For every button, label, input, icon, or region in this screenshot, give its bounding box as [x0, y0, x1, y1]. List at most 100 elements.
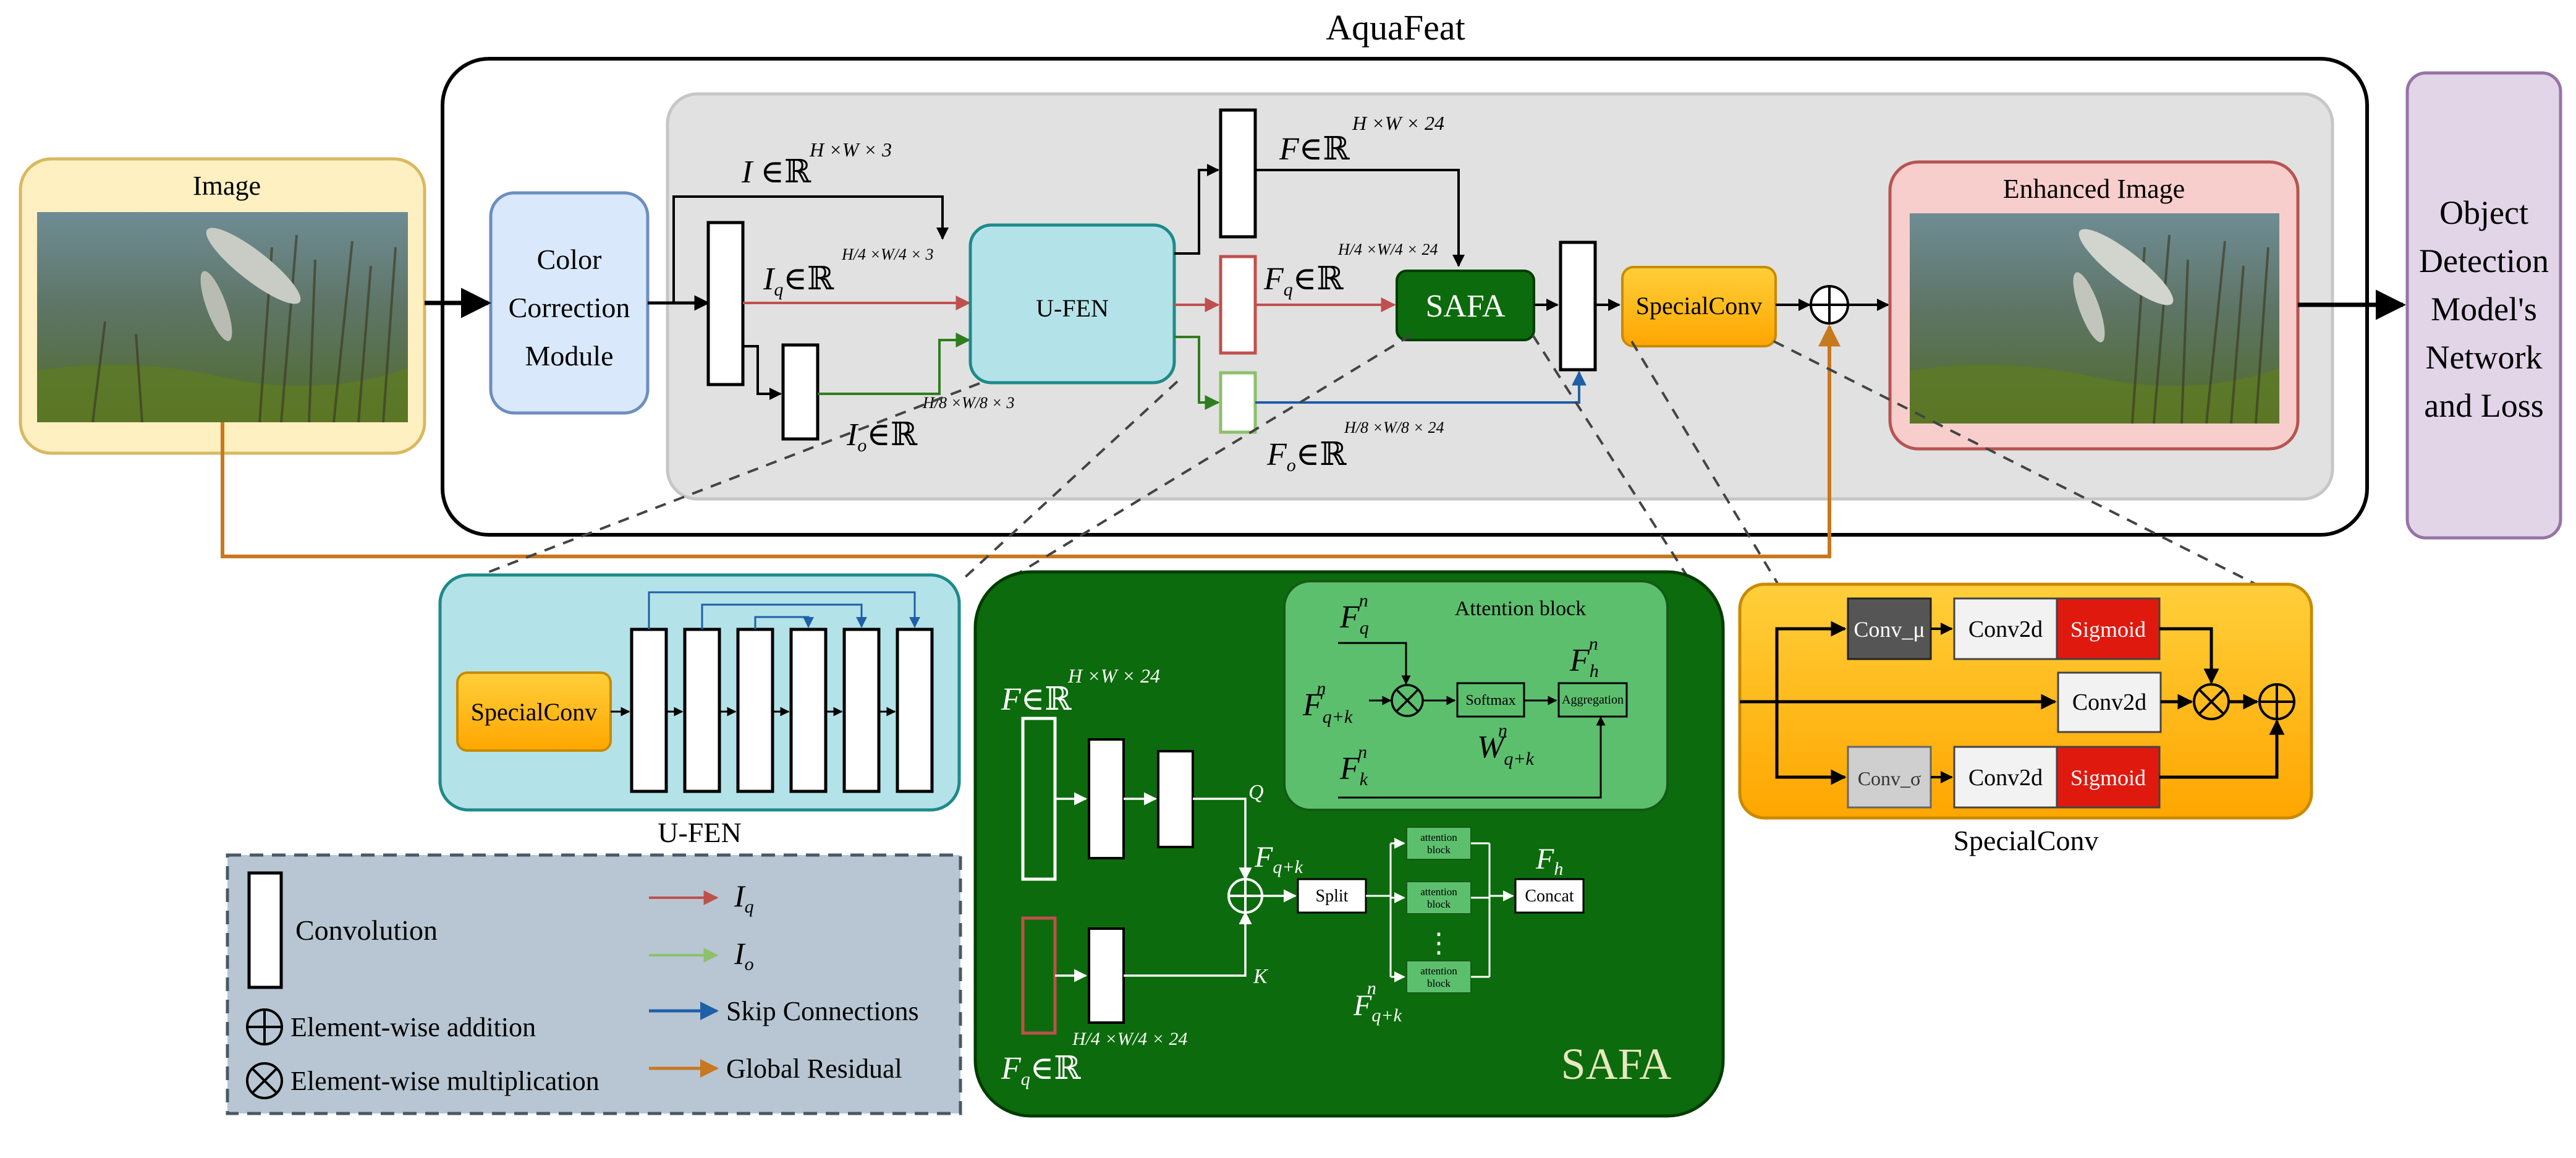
enhanced-photo: [1910, 213, 2279, 424]
svg-text:H/8 ×W/8 × 24: H/8 ×W/8 × 24: [1344, 419, 1444, 436]
attention-block-label-1: attention: [1420, 832, 1457, 843]
ufen-skip-3: [754, 616, 814, 629]
svg-text:Conv_μ: Conv_μ: [1854, 617, 1925, 642]
arrow-fo-to-conv: [1255, 370, 1587, 404]
arrow-f-to-safa: [1255, 169, 1465, 267]
svg-text:U-FEN: U-FEN: [1036, 294, 1109, 322]
safa-conv-q1: [1088, 738, 1125, 859]
svg-text:Sigmoid: Sigmoid: [2070, 617, 2146, 642]
svg-text:Iq: Iq: [734, 879, 754, 917]
attention-block-label-2: block: [1427, 898, 1451, 910]
detector-panel: Object Detection Model's Network and Los…: [2405, 71, 2562, 540]
add-op-main: [1810, 285, 1849, 325]
conv-after-safa: [1559, 241, 1597, 372]
svg-text:Network: Network: [2426, 339, 2543, 376]
svg-text:Conv2d: Conv2d: [1968, 765, 2043, 791]
conv2d-mid-box: [2057, 671, 2162, 733]
svg-text:Object: Object: [2439, 194, 2528, 231]
ufen-skip-2: [701, 603, 867, 629]
svg-text:Skip Connections: Skip Connections: [726, 996, 919, 1026]
safa-block: SAFA: [1396, 270, 1535, 341]
svg-text:H/8 ×W/8 × 3: H/8 ×W/8 × 3: [922, 394, 1014, 412]
svg-text:Fkn: Fkn: [1339, 742, 1368, 790]
concat-box: [1514, 878, 1585, 914]
legend-mul-symbol: [246, 1062, 283, 1099]
svg-text:Fh: Fh: [1535, 843, 1563, 879]
label-input-full: I ∈ℝ H ×W × 3: [741, 138, 892, 190]
svg-text:Iq∈ℝ: Iq∈ℝ: [763, 262, 834, 300]
label-feature-o: Fo∈ℝ H/8 ×W/8 × 24: [1266, 419, 1444, 475]
conv-feature-full: [1219, 108, 1257, 239]
ufen-conv-6: [896, 628, 934, 793]
sigmoid-bottom-box: [2056, 746, 2161, 809]
attention-block-3: [1406, 960, 1472, 994]
label-input-o: Io∈ℝ H/8 ×W/8 × 3: [846, 394, 1014, 456]
svg-text:Fq+kn: Fq+kn: [1302, 678, 1353, 727]
svg-text:Softmax: Softmax: [1465, 692, 1515, 709]
ufen-conv-2: [683, 628, 721, 793]
attention-block-label-1: block: [1427, 844, 1451, 856]
label-feature-q: Fq∈ℝ H/4 ×W/4 × 24: [1263, 241, 1438, 300]
conv2d-bottom-box: [1953, 746, 2058, 809]
svg-text:Fq+k: Fq+k: [1254, 841, 1303, 877]
svg-text:Fq+kn: Fq+kn: [1353, 978, 1402, 1026]
svg-text:Convolution: Convolution: [295, 914, 438, 946]
attention-block-label-3: attention: [1420, 965, 1457, 977]
ufen-conv-3: [736, 628, 774, 793]
input-image-panel: Image: [19, 157, 426, 455]
svg-text:Split: Split: [1316, 887, 1349, 906]
svg-text:F∈ℝ: F∈ℝ: [1001, 682, 1072, 717]
svg-text:Global Residual: Global Residual: [726, 1054, 902, 1084]
svg-text:SAFA: SAFA: [1425, 289, 1506, 324]
global-residual-path: [221, 324, 1841, 558]
svg-text:H/4 ×W/4 × 3: H/4 ×W/4 × 3: [841, 245, 933, 263]
attention-block-label-3: block: [1427, 977, 1451, 989]
conv-feature-o: [1219, 371, 1257, 434]
ufen-conv-5: [842, 628, 881, 793]
safa-detail-title: SAFA: [1561, 1039, 1672, 1089]
svg-text:H/4 ×W/4 × 24: H/4 ×W/4 × 24: [1337, 241, 1438, 258]
label-input-q: Iq∈ℝ H/4 ×W/4 × 3: [763, 245, 933, 300]
zoom-guides: [472, 334, 2263, 589]
ufen-detail-title: U-FEN: [658, 817, 741, 848]
svg-text:and Loss: and Loss: [2424, 387, 2543, 424]
arrow-conv-to-conv: [743, 345, 782, 400]
conv-feature-q: [1219, 255, 1257, 355]
safa-detail: SAFA Attention block Fqn Fq+kn Fkn Softm…: [973, 570, 1725, 1118]
attention-block-label-2: attention: [1420, 886, 1457, 898]
svg-text:K: K: [1253, 965, 1269, 988]
attention-block-2: [1406, 881, 1472, 914]
enhanced-image-panel: Enhanced Image: [1888, 160, 2300, 451]
attention-dots: ⋮: [1425, 928, 1452, 958]
svg-text:Element-wise multiplication: Element-wise multiplication: [290, 1066, 600, 1096]
diagram-title: AquaFeat: [1326, 7, 1465, 48]
svg-text:Sigmoid: Sigmoid: [2070, 765, 2146, 790]
conv2d-top-box: [1953, 597, 2058, 660]
add-op-safa: [1227, 878, 1263, 914]
conv-block-downsample-o: [781, 343, 820, 441]
svg-text:Io∈ℝ: Io∈ℝ: [846, 417, 918, 456]
svg-text:Fq∈ℝ: Fq∈ℝ: [1001, 1051, 1081, 1089]
svg-text:Color: Color: [537, 244, 602, 275]
underwater-photo: [37, 212, 408, 423]
svg-text:Wq+kn: Wq+kn: [1477, 720, 1535, 769]
label-feature-full: F∈ℝ H ×W × 24: [1279, 112, 1444, 167]
enhanced-image-label: Enhanced Image: [2003, 174, 2185, 204]
svg-text:Correction: Correction: [509, 292, 630, 323]
svg-text:Element-wise addition: Element-wise addition: [290, 1012, 536, 1042]
svg-text:Q: Q: [1248, 781, 1264, 804]
svg-text:Conv_σ: Conv_σ: [1858, 767, 1921, 790]
svg-text:Attention block: Attention block: [1455, 597, 1586, 620]
svg-text:H ×W × 24: H ×W × 24: [1352, 112, 1444, 134]
ufen-detail: SpecialConv U-FEN: [438, 573, 961, 848]
split-box: [1297, 878, 1367, 914]
add-op-specialconv: [2258, 683, 2295, 720]
arrow-full-to-ufen: [672, 195, 949, 303]
svg-text:SpecialConv: SpecialConv: [1636, 292, 1762, 320]
svg-text:H ×W × 24: H ×W × 24: [1067, 665, 1160, 687]
arrow-ufen-to-f: [1174, 164, 1219, 255]
svg-text:Conv2d: Conv2d: [1968, 616, 2043, 642]
svg-text:Io: Io: [734, 936, 754, 974]
ufen-skip-1: [648, 591, 920, 629]
